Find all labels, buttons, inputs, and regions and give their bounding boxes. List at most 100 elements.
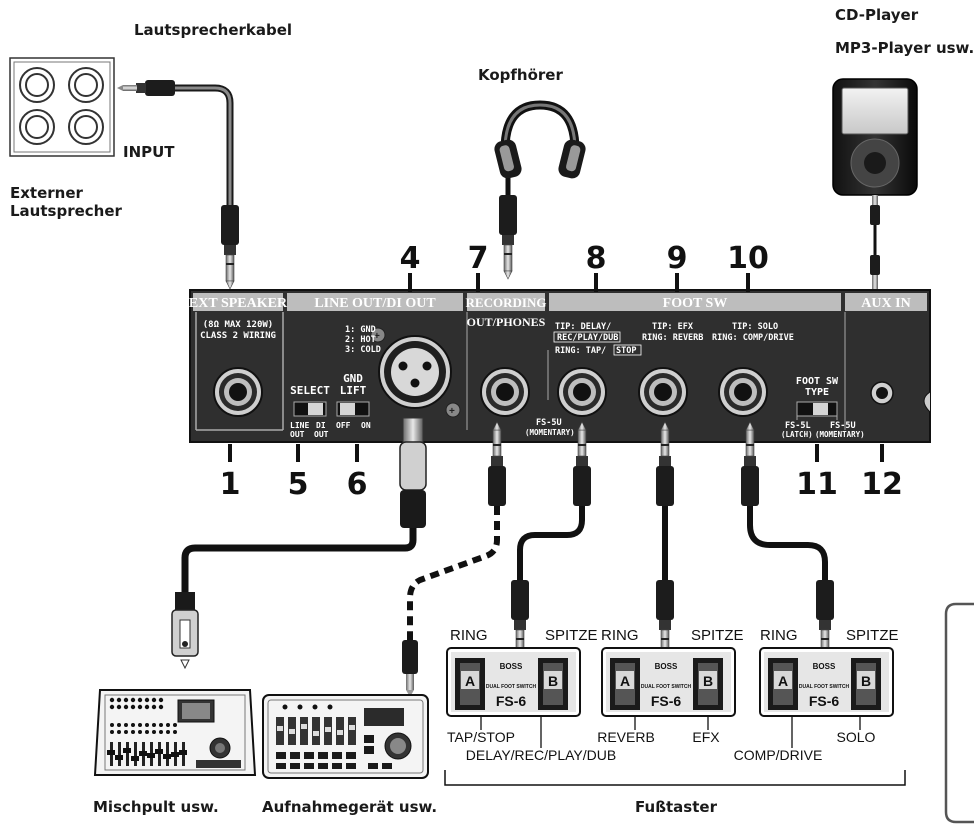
fs1-ring: RING: [450, 627, 488, 644]
fs1-sub: DUAL FOOT SWITCH: [486, 684, 537, 690]
select-di: DI: [316, 421, 326, 430]
fs2-a: A: [620, 673, 630, 689]
fs2-tip: SPITZE: [691, 627, 744, 644]
fs3-sub: DUAL FOOT SWITCH: [799, 684, 850, 690]
select-line: LINE: [290, 421, 309, 430]
select-switch[interactable]: [293, 401, 327, 417]
on-label: ON: [361, 421, 371, 430]
ring-tap: RING: TAP/: [555, 346, 606, 356]
ext-speaker-header: EXT SPEAKER: [189, 296, 288, 311]
line-out-header: LINE OUT/DI OUT: [314, 296, 436, 311]
external-speaker-icon: [9, 57, 115, 157]
fs5u-label: FS-5U: [536, 418, 562, 428]
xlr-cable: [171, 417, 427, 670]
fs5l-label: FS-5L: [785, 421, 811, 431]
fs-type-2: TYPE: [805, 387, 829, 398]
recording-header: RECORDING: [466, 295, 547, 310]
fs3-tip: SPITZE: [846, 627, 899, 644]
ring-reverb: RING: REVERB: [642, 333, 703, 343]
input-label: INPUT: [123, 143, 175, 161]
fs1-tip: SPITZE: [545, 627, 598, 644]
fn-solo: SOLO: [837, 729, 876, 745]
mixer-icon: [93, 689, 257, 776]
marker-6: 6: [347, 467, 368, 502]
aux-in-header: AUX IN: [861, 296, 910, 311]
select-out1: OUT: [290, 430, 305, 439]
fs3-brand: BOSS: [813, 662, 836, 671]
fn-efx: EFX: [692, 729, 720, 745]
callout-box: [944, 602, 974, 824]
aux-in-socket: [870, 381, 894, 405]
svg-text:+: +: [449, 406, 455, 417]
tip-solo: TIP: SOLO: [732, 322, 778, 332]
fs2-sub: DUAL FOOT SWITCH: [641, 684, 692, 690]
recording-cable: [402, 421, 507, 697]
off-label: OFF: [336, 421, 351, 430]
marker-11: 11: [796, 467, 838, 502]
cd-player-label: CD-Player: [835, 6, 919, 24]
fs5u-label-2: FS-5U: [830, 421, 856, 431]
recorder-icon: [262, 694, 429, 779]
headphone-plug: [498, 194, 518, 280]
headphones-label: Kopfhörer: [478, 66, 563, 84]
pin-1: 1: GND: [345, 325, 376, 335]
fs2-model: FS-6: [651, 693, 682, 709]
fs1-model: FS-6: [496, 693, 527, 709]
fn-tap-stop: TAP/STOP: [447, 729, 515, 745]
mp3-player-icon: [832, 78, 918, 196]
fn-reverb: REVERB: [597, 729, 655, 745]
ext-speaker-label-1: Externer: [10, 184, 84, 202]
footswitch-cable-8: [510, 421, 592, 665]
mixer-label: Mischpult usw.: [93, 798, 219, 816]
fs-type-1: FOOT SW: [796, 376, 839, 387]
recorder-label: Aufnahmegerät usw.: [262, 798, 437, 816]
fs2-b: B: [703, 673, 713, 689]
speaker-cable-label: Lautsprecherkabel: [134, 21, 292, 39]
marker-7: 7: [468, 241, 489, 276]
headphones-icon: [494, 100, 586, 200]
foot-sw-header: FOOT SW: [663, 296, 728, 311]
tip-delay: TIP: DELAY/: [555, 322, 611, 332]
marker-5: 5: [288, 467, 309, 502]
fn-comp-drive: COMP/DRIVE: [734, 747, 823, 763]
fs3-b: B: [861, 673, 871, 689]
rear-panel: + +: [189, 289, 931, 443]
fn-delay: DELAY/REC/PLAY/DUB: [466, 747, 616, 763]
stop-label: STOP: [616, 346, 636, 356]
footswitch-unit-3: [759, 647, 894, 717]
footswitch-cable-9: [655, 421, 675, 665]
ring-comp: RING: COMP/DRIVE: [712, 333, 794, 343]
fs1-a: A: [465, 673, 475, 689]
fs1-brand: BOSS: [500, 662, 523, 671]
fs1-b: B: [548, 673, 558, 689]
ext-spec-1: (8Ω MAX 120W): [203, 320, 273, 330]
lift-label: LIFT: [340, 384, 367, 397]
recording-out-socket: [480, 367, 530, 417]
momentary-label-2: (MOMENTARY): [815, 430, 865, 439]
foot-sw-type-switch[interactable]: [796, 401, 838, 417]
tip-efx: TIP: EFX: [652, 322, 693, 332]
marker-12: 12: [861, 467, 903, 502]
fs3-model: FS-6: [809, 693, 840, 709]
speaker-cable: [117, 80, 240, 290]
out-phones-label: OUT/PHONES: [467, 315, 546, 329]
marker-1: 1: [220, 467, 241, 502]
select-out2: OUT: [314, 430, 329, 439]
footswitch-bracket: [444, 770, 906, 786]
marker-8: 8: [586, 241, 607, 276]
gnd-label: GND: [343, 372, 363, 385]
footsw-10-socket: [718, 367, 768, 417]
pin-3: 3: COLD: [345, 345, 381, 355]
fs3-ring: RING: [760, 627, 798, 644]
svg-text:+: +: [374, 331, 380, 342]
latch-label: (LATCH): [781, 430, 813, 439]
marker-4: 4: [400, 241, 421, 276]
footswitch-label: Fußtaster: [635, 798, 718, 816]
fs3-a: A: [778, 673, 788, 689]
footsw-8-socket: [557, 367, 607, 417]
gnd-lift-switch[interactable]: [336, 401, 370, 417]
marker-9: 9: [667, 241, 688, 276]
mp3-player-label: MP3-Player usw.: [835, 39, 974, 57]
footswitch-unit-2: [601, 647, 736, 717]
footsw-9-socket: [638, 367, 688, 417]
